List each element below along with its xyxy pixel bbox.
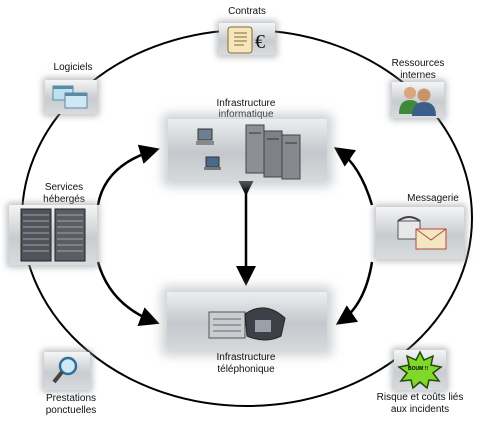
prestations-label-1: Prestations <box>45 393 97 404</box>
services-label-1: Services <box>44 182 84 193</box>
risque-label-2: aux incidents <box>390 404 450 415</box>
phone-mail-icon <box>397 216 447 250</box>
infra-tel-label-1: Infrastructure <box>216 352 276 363</box>
infra-info-label-2: informatique <box>218 109 274 120</box>
arrow-services-to-infra-tel <box>96 261 160 327</box>
ressources-label-1: Ressources <box>391 58 445 69</box>
windows-icon <box>52 85 88 109</box>
arrow-services-to-infra-info <box>96 144 160 206</box>
server-rack-icon <box>20 208 86 262</box>
boum-badge: BOUM !! <box>408 366 428 372</box>
logiciels-node <box>45 80 97 114</box>
magnifier-icon <box>52 356 78 384</box>
services-node <box>9 205 97 265</box>
infra-info-node <box>168 119 327 181</box>
contrats-label: Contrats <box>228 6 266 17</box>
contrats-node: € <box>219 23 275 55</box>
risque-label-1: Risque et coûts liés <box>376 392 464 403</box>
infra-tel-node <box>167 292 327 350</box>
ressources-node <box>392 82 444 118</box>
services-label-2: hébergés <box>43 194 85 205</box>
messagerie-node <box>376 207 464 259</box>
arrow-messagerie-to-infra-tel <box>335 261 374 325</box>
prestations-label-2: ponctuelles <box>45 405 97 416</box>
infra-tel-label-2: téléphonique <box>217 364 275 375</box>
risque-node: BOUM !! <box>394 350 446 390</box>
computers-servers-icon <box>196 124 301 180</box>
ressources-label-2: internes <box>400 70 436 81</box>
scroll-euro-icon: € <box>227 26 265 54</box>
arrow-messagerie-to-infra-info <box>333 147 374 206</box>
explosion-icon <box>397 350 443 390</box>
logiciels-label: Logiciels <box>53 62 93 73</box>
infra-info-label-1: Infrastructure <box>216 98 276 109</box>
svg-text:€: € <box>255 31 265 53</box>
messagerie-label: Messagerie <box>407 193 459 204</box>
prestations-node <box>44 352 90 390</box>
people-icon <box>399 87 436 116</box>
switch-phone-icon <box>208 307 286 341</box>
